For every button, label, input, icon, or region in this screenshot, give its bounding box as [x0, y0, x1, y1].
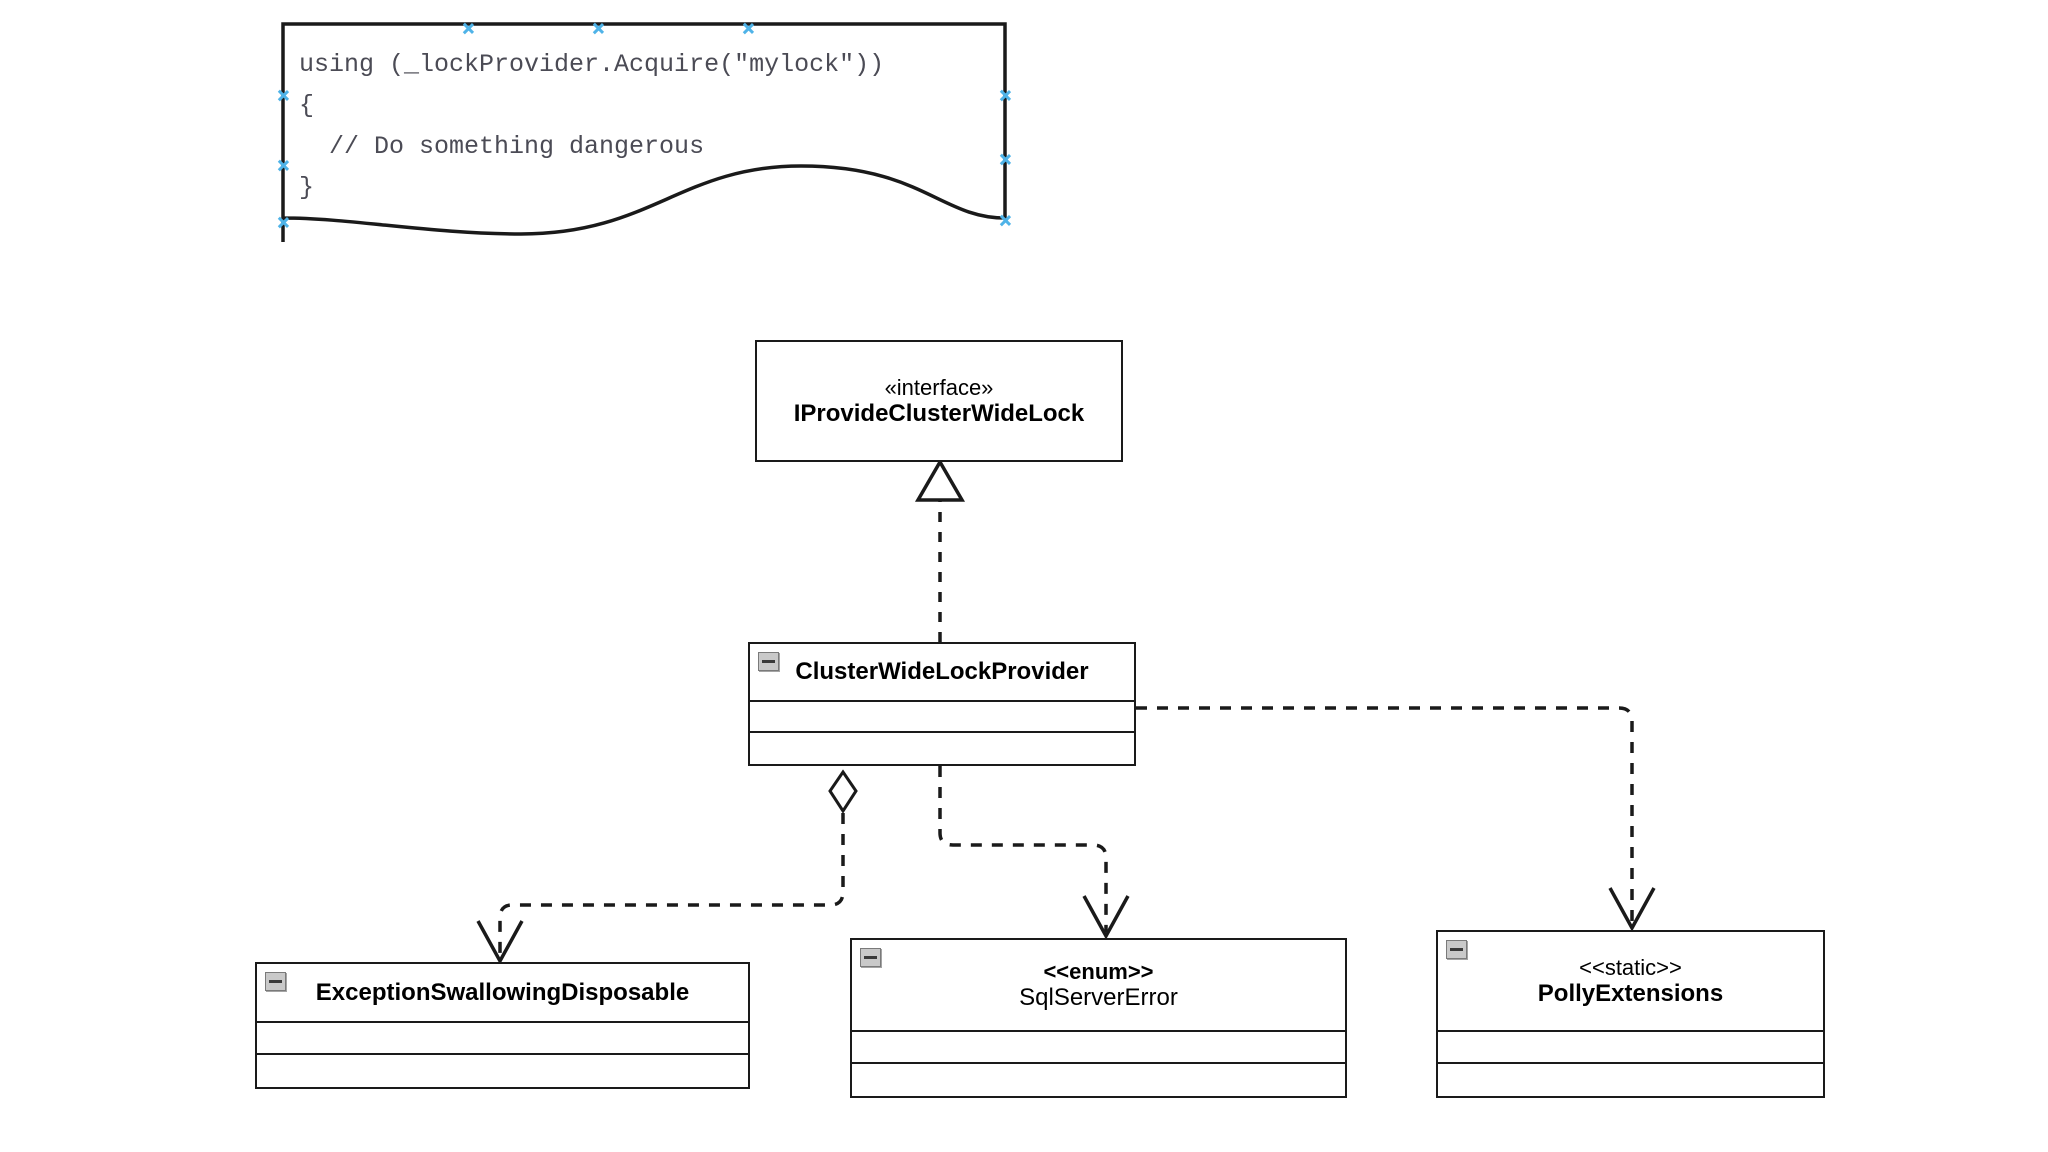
- class-name: IProvideClusterWideLock: [793, 399, 1085, 427]
- note-code-text: using (_lockProvider.Acquire("mylock")) …: [299, 50, 885, 202]
- class-name: SqlServerError: [1019, 983, 1178, 1011]
- collapse-minus-icon[interactable]: [265, 972, 286, 991]
- hollow-triangle-arrowhead-icon: [914, 458, 966, 502]
- class-stereotype: <<enum>>: [1043, 958, 1154, 984]
- selection-handle[interactable]: [999, 89, 1012, 102]
- attributes-compartment: [852, 1032, 1345, 1064]
- collapse-minus-icon[interactable]: [860, 948, 881, 967]
- operations-compartment: [1438, 1064, 1823, 1096]
- attributes-compartment: [1438, 1032, 1823, 1064]
- selection-handle[interactable]: [999, 153, 1012, 166]
- operations-compartment: [852, 1064, 1345, 1096]
- selection-handle[interactable]: [592, 22, 605, 35]
- uml-class-sqlservererror[interactable]: <<enum>> SqlServerError: [850, 938, 1347, 1098]
- uml-class-pollyextensions[interactable]: <<static>> PollyExtensions: [1436, 930, 1825, 1098]
- class-header: «interface» IProvideClusterWideLock: [757, 342, 1121, 460]
- dependency-line: [498, 813, 845, 958]
- selection-handle[interactable]: [999, 214, 1012, 227]
- selection-handle[interactable]: [742, 22, 755, 35]
- selection-handle[interactable]: [462, 22, 475, 35]
- class-header: ClusterWideLockProvider: [750, 644, 1134, 702]
- selection-handle[interactable]: [277, 216, 290, 229]
- edge-realization[interactable]: [914, 458, 966, 642]
- hollow-diamond-icon: [828, 769, 858, 814]
- open-arrowhead-icon: [1082, 895, 1130, 940]
- uml-class-clusterwidelockprovider[interactable]: ClusterWideLockProvider: [748, 642, 1136, 766]
- selection-handle[interactable]: [277, 89, 290, 102]
- class-stereotype: <<static>>: [1579, 954, 1682, 980]
- open-arrowhead-icon: [476, 920, 524, 965]
- uml-class-exceptionswallowingdisposable[interactable]: ExceptionSwallowingDisposable: [255, 962, 750, 1089]
- edge-uses-sqlservererror[interactable]: [938, 766, 1130, 940]
- attributes-compartment: [257, 1023, 748, 1055]
- class-header: ExceptionSwallowingDisposable: [257, 964, 748, 1023]
- collapse-minus-icon[interactable]: [1446, 940, 1467, 959]
- selection-handle[interactable]: [277, 159, 290, 172]
- operations-compartment: [750, 733, 1134, 764]
- collapse-minus-icon[interactable]: [758, 652, 779, 671]
- open-arrowhead-icon: [1608, 887, 1656, 932]
- class-name: ExceptionSwallowingDisposable: [315, 978, 690, 1006]
- code-comment-note[interactable]: using (_lockProvider.Acquire("mylock")) …: [281, 22, 1017, 242]
- class-stereotype: «interface»: [884, 374, 994, 400]
- dependency-line: [938, 766, 1108, 932]
- note-shape: [281, 22, 1007, 242]
- class-header: <<enum>> SqlServerError: [852, 940, 1345, 1032]
- attributes-compartment: [750, 702, 1134, 733]
- edge-uses-exceptionswallowingdisposable[interactable]: [476, 769, 858, 965]
- edge-uses-pollyextensions[interactable]: [1136, 706, 1656, 932]
- uml-class-iprovideclusterwidelock[interactable]: «interface» IProvideClusterWideLock: [755, 340, 1123, 462]
- class-header: <<static>> PollyExtensions: [1438, 932, 1823, 1032]
- class-name: ClusterWideLockProvider: [795, 658, 1089, 686]
- dependency-line: [1136, 706, 1634, 924]
- class-name: PollyExtensions: [1537, 979, 1724, 1007]
- operations-compartment: [257, 1055, 748, 1087]
